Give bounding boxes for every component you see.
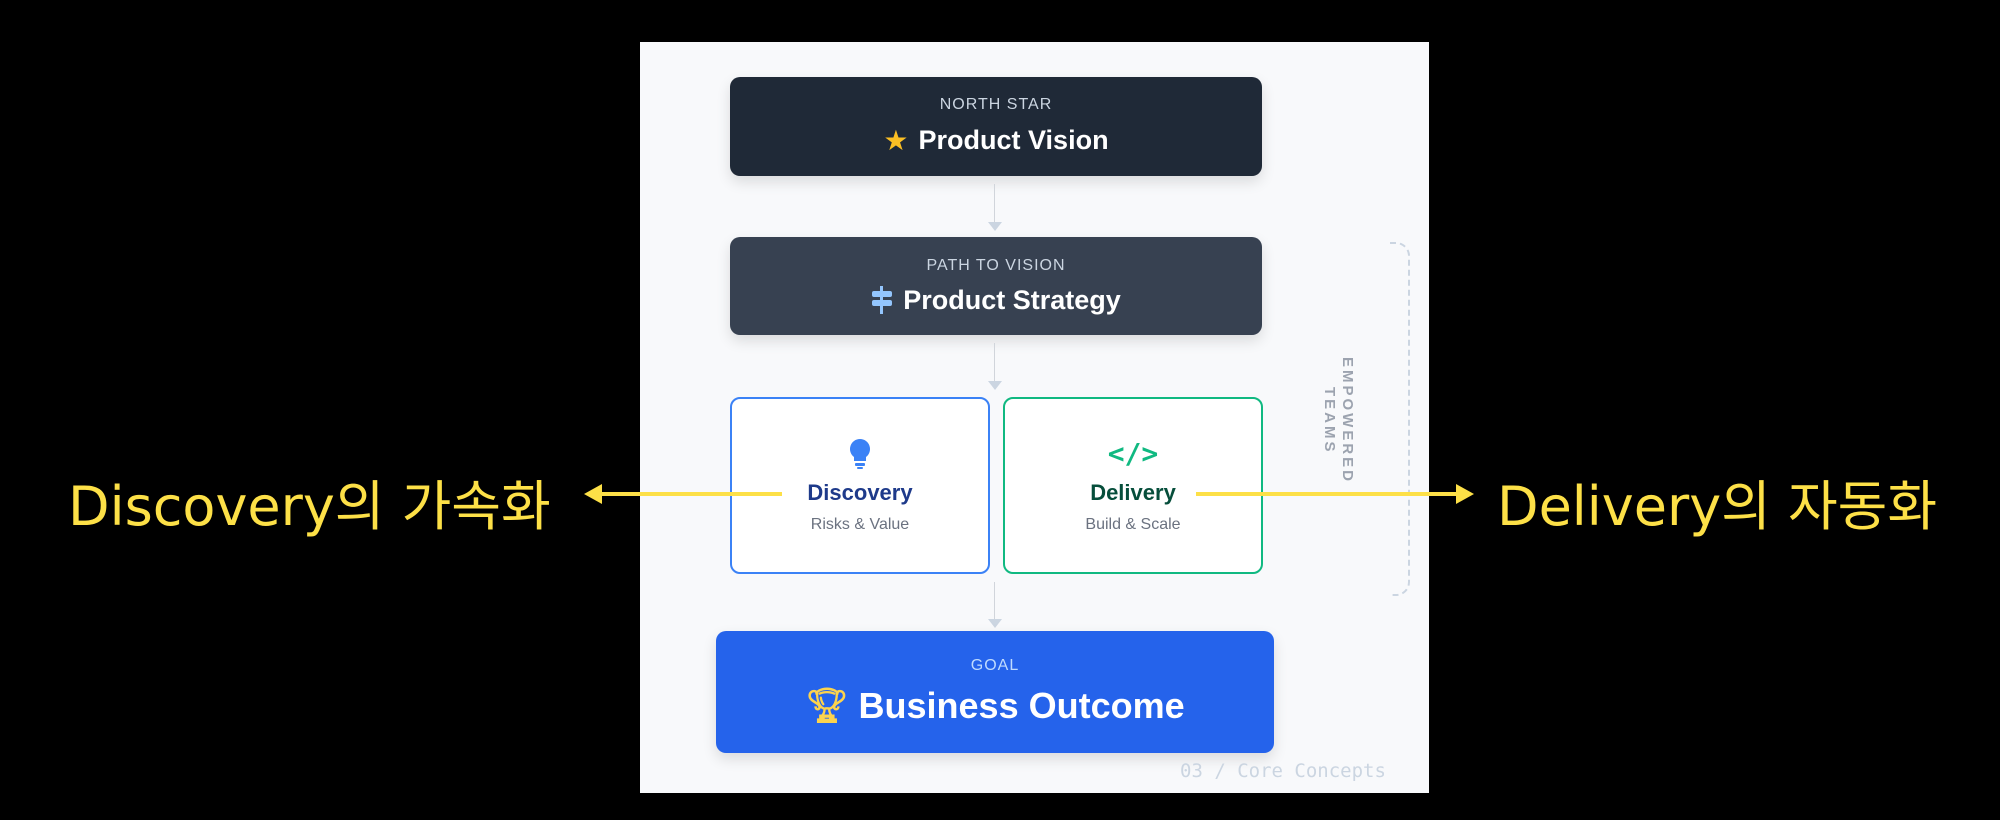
arrow-down-icon (988, 222, 1002, 231)
annotation-line-right (1196, 492, 1458, 496)
connector-line (994, 343, 995, 383)
star-icon: ★ (883, 125, 909, 156)
delivery-subtitle: Build & Scale (1085, 516, 1181, 533)
connector-line (994, 582, 995, 620)
discovery-title: Discovery (807, 479, 913, 505)
arrow-right-icon (1456, 484, 1474, 504)
goal-eyebrow: GOAL (970, 657, 1020, 674)
discovery-card: Discovery Risks & Value (730, 397, 990, 574)
empowered-teams-bracket (1390, 242, 1410, 596)
strategy-title: Product Strategy (903, 284, 1121, 315)
vision-eyebrow: NORTH STAR (939, 96, 1053, 113)
strategy-eyebrow: PATH TO VISION (926, 256, 1066, 274)
business-outcome-box: GOAL 🏆︎Business Outcome (716, 631, 1274, 753)
arrow-down-icon (988, 381, 1002, 390)
discovery-subtitle: Risks & Value (810, 515, 910, 533)
signpost-icon (872, 286, 893, 314)
product-vision-box: NORTH STAR ★ Product Vision (730, 77, 1262, 176)
discovery-annotation: Discovery의 가속화 (68, 475, 551, 538)
delivery-card: </> Delivery Build & Scale (1003, 397, 1263, 574)
arrow-down-icon (988, 619, 1002, 628)
code-icon: </> (1107, 437, 1159, 470)
vision-title: Product Vision (918, 125, 1109, 155)
delivery-title: Delivery (1090, 480, 1176, 505)
arrow-left-icon (584, 484, 602, 504)
goal-title: Business Outcome (858, 685, 1185, 726)
trophy-icon: 🏆︎ (805, 687, 849, 725)
annotation-line-left (600, 492, 782, 496)
slide-footer: 03 / Core Concepts (1180, 760, 1386, 782)
connector-line (994, 184, 995, 222)
lightbulb-icon (850, 438, 870, 469)
product-strategy-box: PATH TO VISION Product Strategy (730, 237, 1262, 335)
delivery-annotation: Delivery의 자동화 (1497, 475, 1938, 538)
